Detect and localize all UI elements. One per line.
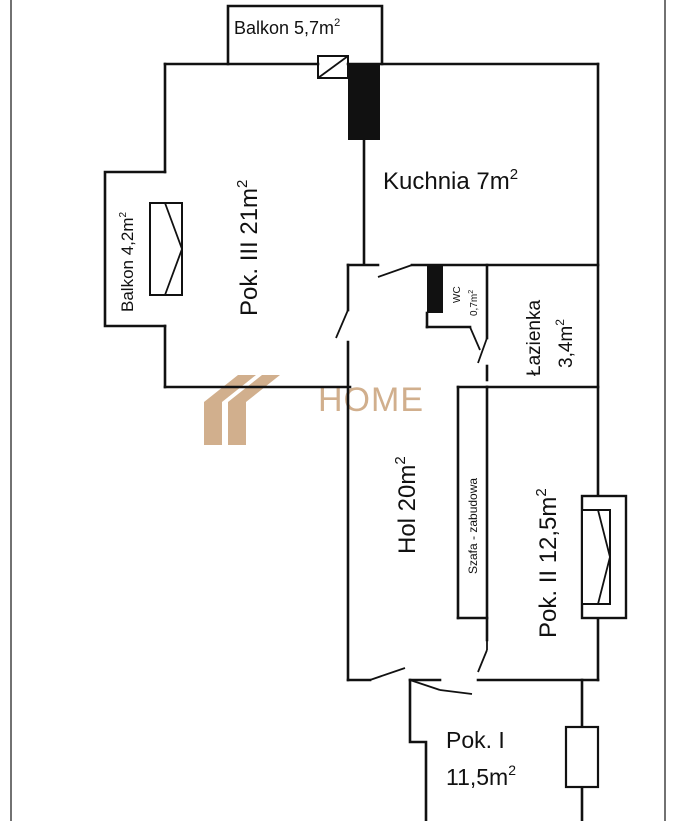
pok1-label: Pok. I — [446, 727, 505, 753]
watermark: HOME — [204, 375, 423, 445]
pok1-room: Pok. I 11,5m2 — [408, 678, 600, 821]
pok1-area-label: 11,5m2 — [446, 762, 516, 790]
watermark-logo-mark-2 — [228, 375, 280, 445]
pok2-label: Pok. II 12,5m2 — [533, 488, 562, 638]
balcony-left-door — [149, 202, 183, 296]
chimney — [348, 64, 380, 140]
pok3-label: Pok. III 21m2 — [234, 180, 263, 316]
bathroom: Łazienka 3,4m2 — [485, 300, 600, 389]
wc-shaft — [427, 265, 443, 313]
balcony-left-label: Balkon 4,2m2 — [118, 212, 137, 313]
bathroom-area-label: 3,4m2 — [553, 319, 577, 368]
wc-label: WC — [452, 286, 463, 303]
kitchen-label: Kuchnia 7m2 — [383, 166, 518, 195]
wardrobe-label: Szafa - zabudowa — [466, 478, 480, 574]
watermark-logo-mark — [204, 375, 256, 445]
wc-room: WC 0,7m2 — [425, 263, 489, 382]
balcony-top-label: Balkon 5,7m2 — [234, 17, 340, 38]
hall-label: Hol 20m2 — [392, 456, 421, 554]
pok1-window — [564, 725, 600, 789]
wc-area-label: 0,7m2 — [468, 290, 480, 316]
pok2-window — [580, 494, 628, 620]
balcony-top: Balkon 5,7m2 — [226, 4, 384, 79]
wardrobe: Szafa - zabudowa — [456, 385, 489, 642]
balcony-left: Balkon 4,2m2 — [103, 170, 183, 328]
bathroom-label: Łazienka — [524, 300, 545, 376]
